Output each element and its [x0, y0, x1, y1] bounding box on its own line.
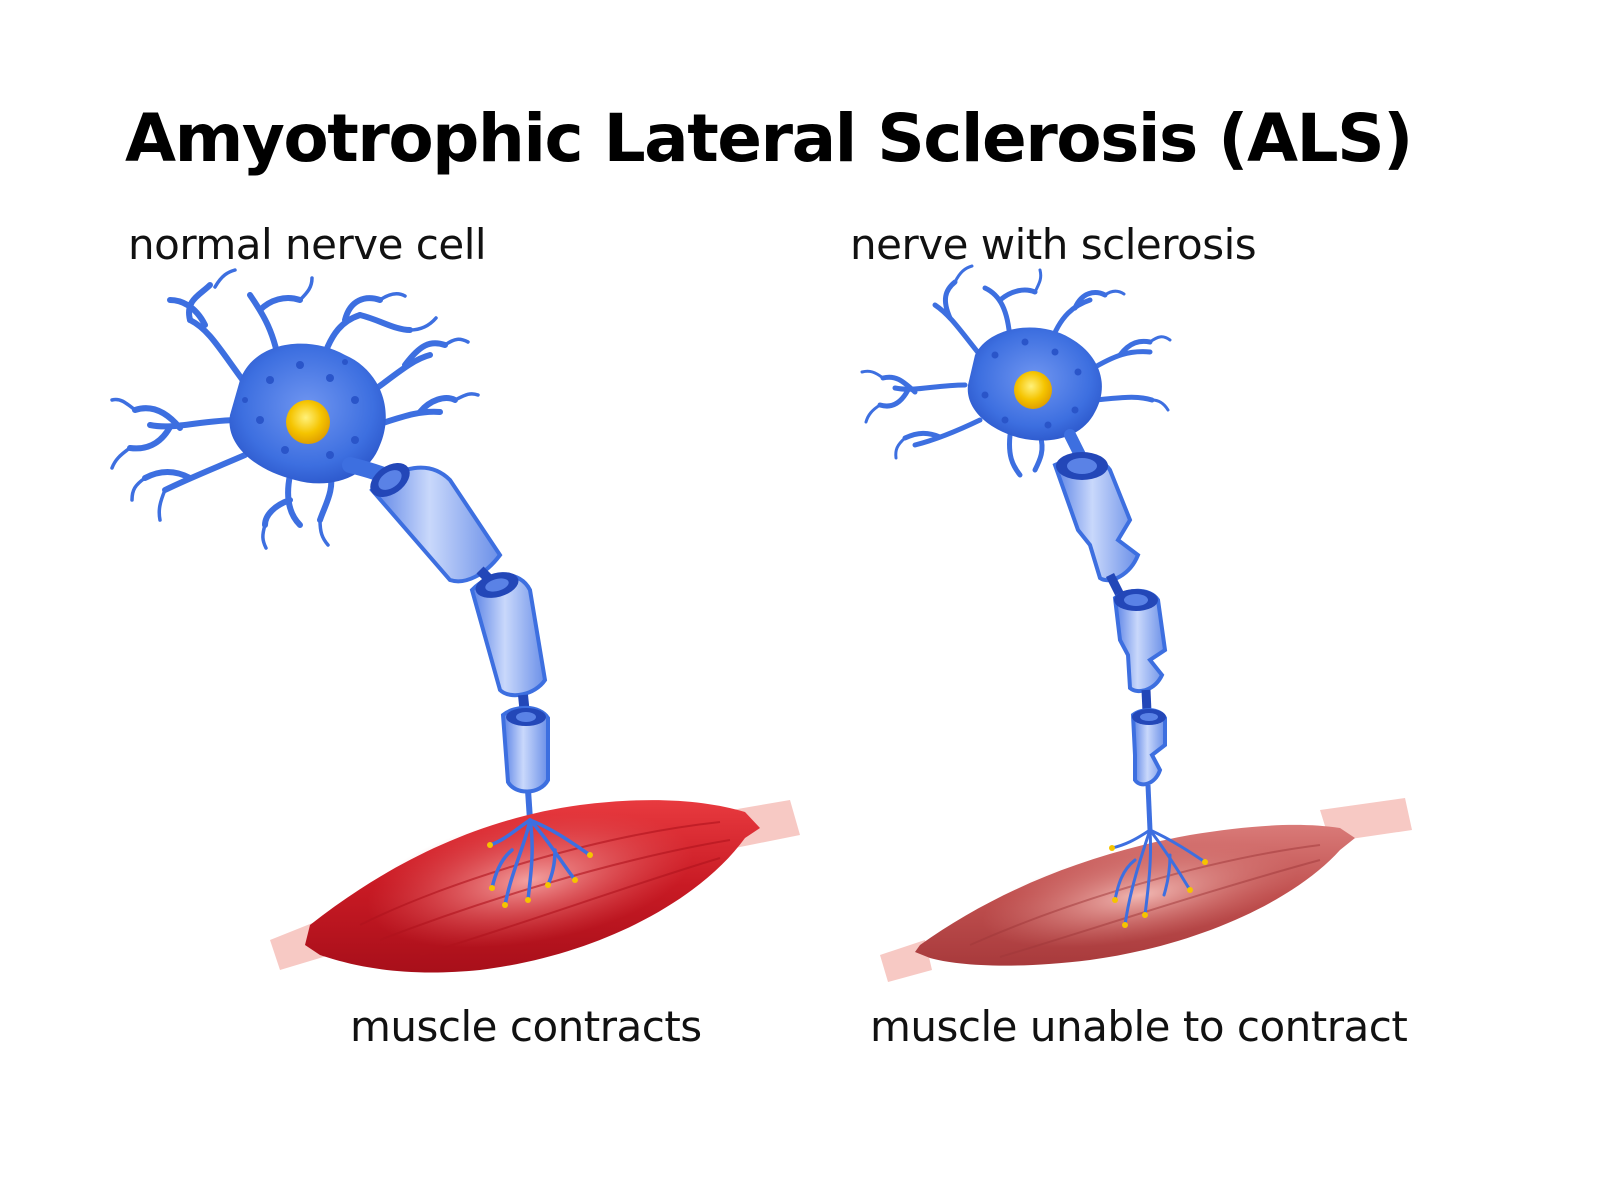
- normal-nucleus-icon: [286, 400, 330, 444]
- muscle-contracts-caption: muscle contracts: [350, 1002, 702, 1051]
- sclerosis-nerve-heading: nerve with sclerosis: [850, 220, 1257, 269]
- diagram-title: Amyotrophic Lateral Sclerosis (ALS): [125, 100, 1413, 177]
- normal-nerve-ending-icon: [488, 818, 592, 907]
- damaged-nucleus-icon: [1014, 371, 1052, 409]
- myelin-sheath-icon: [369, 462, 503, 584]
- damaged-nerve-ending-icon: [1110, 828, 1207, 927]
- normal-nerve-heading: normal nerve cell: [128, 220, 487, 269]
- normal-neuron-icon: [110, 268, 550, 821]
- muscle-unable-caption: muscle unable to contract: [870, 1002, 1408, 1051]
- damaged-neuron-icon: [860, 264, 1172, 831]
- atrophied-muscle-icon: [880, 798, 1412, 982]
- muscle-icon: [270, 800, 800, 973]
